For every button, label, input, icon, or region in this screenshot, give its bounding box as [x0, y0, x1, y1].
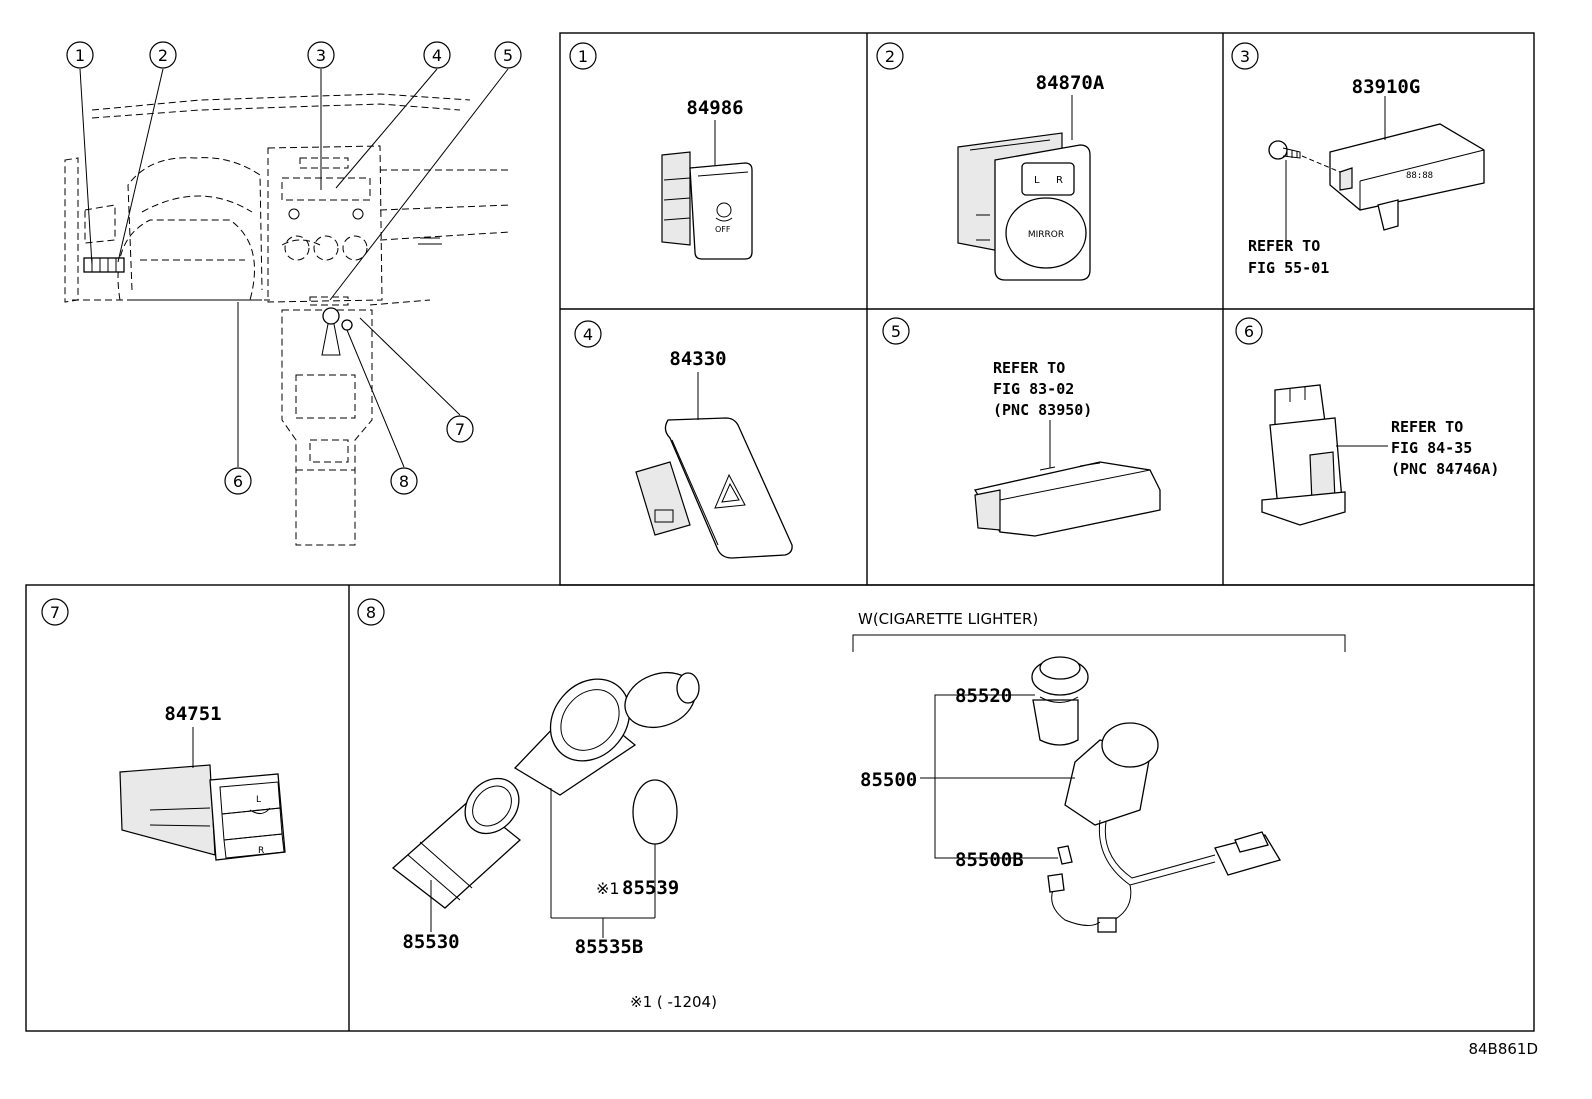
ref-6-line-1: REFER TO — [1391, 418, 1463, 436]
overview-callout-6: 6 — [224, 467, 252, 495]
panel-8 — [391, 634, 1346, 938]
part-85520: 85520 — [955, 685, 1012, 707]
mark-prefix: ※1 — [596, 879, 620, 898]
panel-number-number: 1 — [578, 47, 588, 66]
part-85530: 85530 — [402, 931, 459, 953]
ref-5-line-1: REFER TO — [993, 359, 1065, 377]
panel-number-number: 5 — [891, 322, 901, 341]
ref-5-line-2: FIG 83-02 — [993, 380, 1074, 398]
mirror-l-label: L — [1034, 175, 1040, 186]
part-84330: 84330 — [669, 348, 726, 370]
panel-number-number: 2 — [885, 47, 895, 66]
overview-callout-number: 1 — [75, 46, 85, 65]
panel-4 — [635, 372, 793, 559]
overview-callout-number: 3 — [316, 46, 326, 65]
overview-callout-1: 1 — [66, 41, 94, 69]
dashboard-overview: 1 2 3 4 5 6 7 8 — [64, 41, 522, 546]
overview-callout-number: 7 — [455, 420, 465, 439]
diagram-id: 84B861D — [1468, 1040, 1538, 1058]
seat-l-label: L — [256, 795, 261, 805]
labels: 84986 84870A 83910G 84330 84751 85530 85… — [164, 72, 1538, 1058]
overview-callout-number: 4 — [432, 46, 442, 65]
overview-callout-2: 2 — [149, 41, 177, 69]
panel-6 — [1261, 384, 1388, 526]
seat-r-label: R — [258, 846, 264, 856]
panel-3 — [1268, 96, 1485, 240]
ref-5-line-3: (PNC 83950) — [993, 401, 1092, 419]
part-85500b: 85500B — [955, 849, 1024, 871]
panel-number-number: 3 — [1240, 47, 1250, 66]
panel-2 — [957, 95, 1091, 281]
panel-number-2: 2 — [876, 42, 904, 70]
panel-number-1: 1 — [569, 42, 597, 70]
panel-1 — [661, 120, 753, 260]
overview-callout-number: 6 — [233, 472, 243, 491]
part-85539: 85539 — [622, 877, 679, 899]
overview-callout-7: 7 — [446, 415, 474, 443]
part-85535b: 85535B — [575, 936, 644, 958]
panel-number-number: 4 — [583, 325, 593, 344]
part-84870a: 84870A — [1036, 72, 1105, 94]
overview-callout-number: 8 — [399, 472, 409, 491]
part-84751: 84751 — [164, 703, 221, 725]
panel-number-8: 8 — [357, 598, 385, 626]
overview-callout-number: 2 — [158, 46, 168, 65]
mirror-label: MIRROR — [1028, 230, 1064, 240]
panel-number-6: 6 — [1235, 317, 1263, 345]
panel-7 — [119, 727, 286, 861]
panel-number-number: 6 — [1244, 322, 1254, 341]
part-85500: 85500 — [860, 769, 917, 791]
ref-6-line-2: FIG 84-35 — [1391, 439, 1472, 457]
panel-number-number: 7 — [50, 603, 60, 622]
mirror-r-label: R — [1056, 175, 1063, 186]
section-title: W(CIGARETTE LIGHTER) — [858, 610, 1038, 628]
panel-number-7: 7 — [41, 598, 69, 626]
overview-callout-5: 5 — [494, 41, 522, 69]
panel-number-3: 3 — [1231, 42, 1259, 70]
panel-borders — [25, 32, 1535, 1032]
off-label: OFF — [715, 225, 731, 234]
panel-number-4: 4 — [574, 320, 602, 348]
panel-5 — [973, 420, 1161, 537]
overview-callout-3: 3 — [307, 41, 335, 69]
clock-display: 88:88 — [1406, 171, 1433, 181]
ref-3-line-2: FIG 55-01 — [1248, 259, 1329, 277]
overview-callout-number: 5 — [503, 46, 513, 65]
ref-3-line-1: REFER TO — [1248, 237, 1320, 255]
footnote: ※1 ( -1204) — [630, 993, 717, 1011]
panel-numbers: 1 2 3 4 5 6 7 8 — [41, 42, 1263, 626]
panel-number-number: 8 — [366, 603, 376, 622]
panel-number-5: 5 — [882, 317, 910, 345]
overview-callout-4: 4 — [423, 41, 451, 69]
part-83910g: 83910G — [1352, 76, 1421, 98]
part-84986: 84986 — [686, 97, 743, 119]
ref-6-line-3: (PNC 84746A) — [1391, 460, 1499, 478]
overview-callout-8: 8 — [390, 467, 418, 495]
